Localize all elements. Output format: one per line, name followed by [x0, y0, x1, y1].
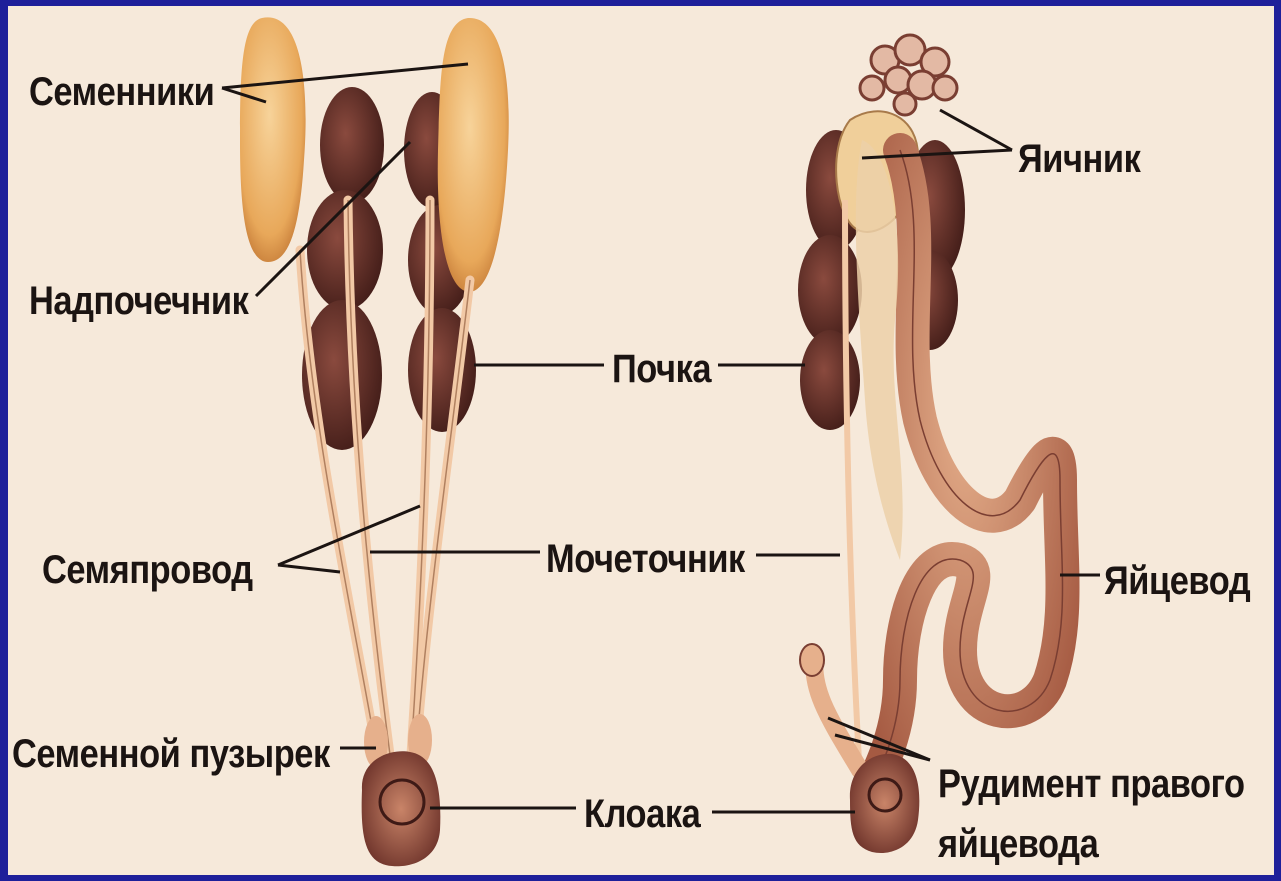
label-adrenal: Надпочечник [29, 281, 248, 321]
label-vas-deferens: Семяпровод [42, 550, 253, 590]
label-ureter: Мочеточник [546, 539, 745, 579]
label-cloaca: Клоака [584, 794, 700, 834]
label-kidney: Почка [612, 349, 711, 389]
female-cloaca [850, 754, 919, 853]
label-rudiment-line1: Рудимент правого [938, 764, 1245, 804]
label-oviduct: Яйцевод [1104, 561, 1250, 601]
left-testis [240, 17, 306, 262]
right-testis [438, 18, 509, 292]
male-cloaca [362, 751, 441, 866]
label-testes: Семенники [29, 72, 214, 112]
label-rudiment-line2: яйцевода [938, 824, 1098, 864]
label-seminal-vesicle: Семенной пузырек [12, 734, 330, 774]
follicles [860, 35, 957, 115]
diagram-frame: Семенники Надпочечник Почка Семяпровод М… [8, 6, 1274, 875]
label-ovary: Яичник [1018, 139, 1140, 179]
